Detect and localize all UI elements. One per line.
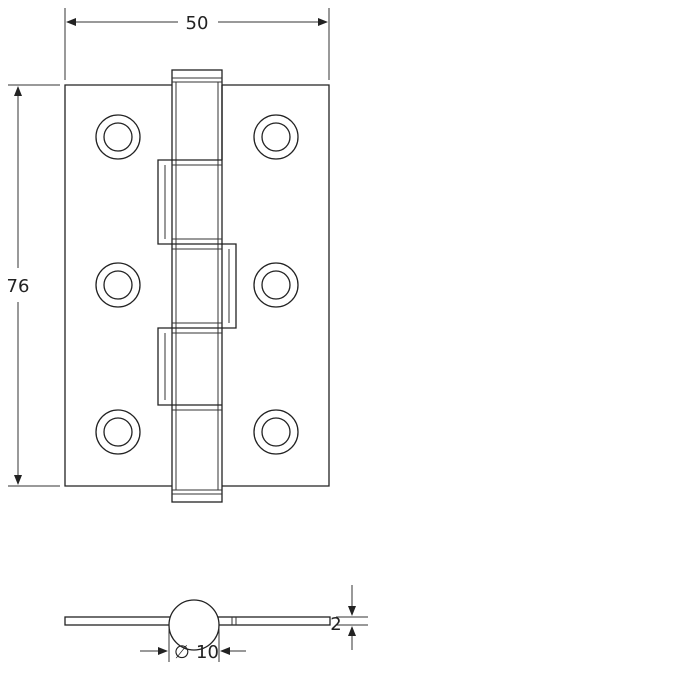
leaf-profile-right bbox=[217, 616, 331, 626]
width-dimension-label: 50 bbox=[186, 13, 209, 34]
thickness-dimension: 2 bbox=[330, 585, 368, 650]
right-leaf bbox=[222, 84, 330, 487]
knuckle-joints bbox=[157, 85, 237, 411]
screw-hole bbox=[253, 114, 299, 160]
diameter-dimension: ∅ 10 bbox=[140, 628, 246, 663]
screw-hole bbox=[253, 262, 299, 308]
screw-hole bbox=[95, 114, 141, 160]
knuckle-profile bbox=[168, 599, 220, 651]
hinge-end-view bbox=[64, 599, 331, 651]
width-dimension: 50 bbox=[64, 8, 330, 80]
height-dimension: 76 bbox=[7, 84, 60, 487]
screw-hole bbox=[253, 409, 299, 455]
screw-hole bbox=[95, 409, 141, 455]
screw-hole bbox=[95, 262, 141, 308]
height-dimension-label: 76 bbox=[7, 276, 30, 297]
thickness-dimension-label: 2 bbox=[330, 614, 341, 635]
knuckle-barrel bbox=[171, 69, 223, 503]
screw-holes bbox=[95, 114, 299, 455]
diameter-symbol: ∅ bbox=[174, 642, 190, 663]
leaf-profile-left bbox=[64, 616, 176, 626]
hinge-front-view bbox=[64, 69, 330, 503]
left-leaf bbox=[64, 84, 172, 487]
diameter-dimension-label: 10 bbox=[196, 642, 219, 663]
